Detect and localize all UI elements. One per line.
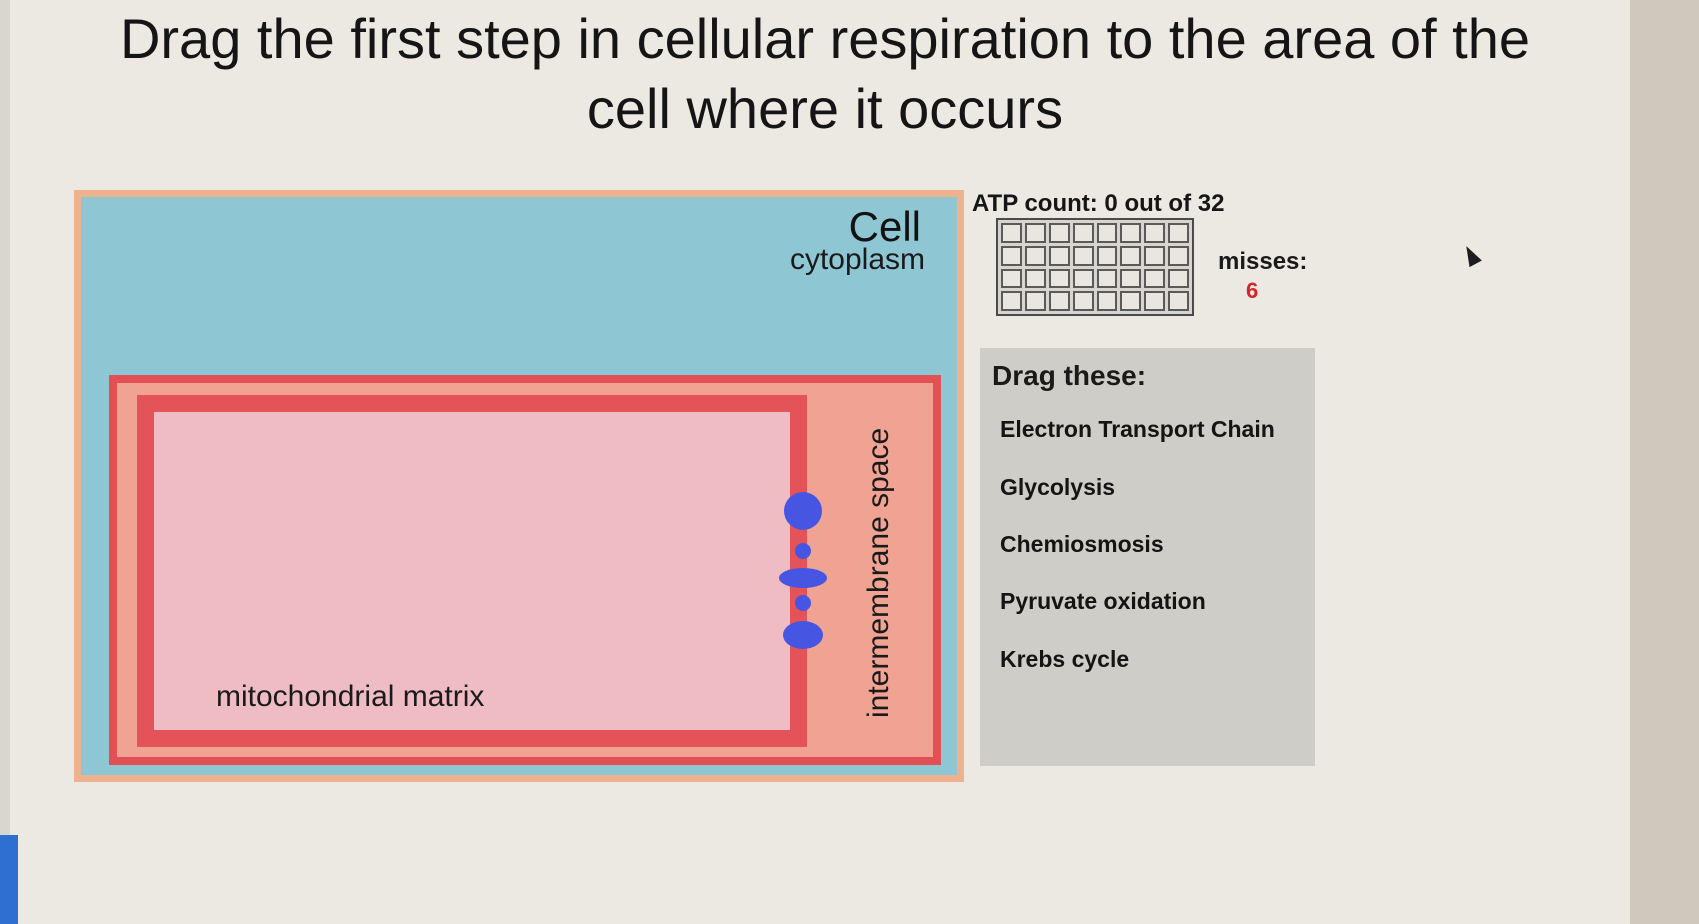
- atp-slot: [1120, 291, 1142, 311]
- cell-diagram[interactable]: Cell cytoplasm mitochondrial matrix inte…: [74, 190, 964, 782]
- atp-slot: [1048, 291, 1070, 311]
- atp-slot: [1144, 268, 1166, 289]
- cell-label: Cell: [848, 203, 921, 250]
- atp-slot: [1168, 223, 1189, 243]
- atp-slot: [1144, 245, 1166, 266]
- atp-slot: [1072, 268, 1094, 289]
- atp-slot: [1072, 245, 1094, 266]
- atp-slot: [1096, 268, 1118, 289]
- atp-slot: [1072, 223, 1094, 243]
- atp-slot: [1001, 223, 1022, 243]
- atp-slot: [1096, 223, 1118, 243]
- atp-slot: [1144, 291, 1166, 311]
- atp-slot: [1168, 245, 1189, 266]
- atp-slot: [1001, 291, 1022, 311]
- membrane-protein-small-icon: [795, 543, 811, 559]
- intermembrane-space-label: intermembrane space: [862, 427, 895, 718]
- drag-panel-title: Drag these:: [992, 360, 1147, 391]
- misses-count: 6: [1246, 278, 1259, 303]
- drag-panel: Drag these: Electron Transport Chain Gly…: [980, 348, 1315, 766]
- screen-bezel: [1630, 0, 1699, 924]
- atp-slot: [1024, 245, 1046, 266]
- membrane-protein-top-icon: [784, 492, 822, 530]
- atp-count-label: ATP count: 0 out of 32: [972, 190, 1225, 217]
- misses-label: misses:: [1218, 248, 1308, 275]
- atp-slot: [1024, 223, 1046, 243]
- mitochondrial-matrix-drop-zone[interactable]: mitochondrial matrix: [137, 395, 807, 747]
- question-prompt: Drag the first step in cellular respirat…: [50, 4, 1600, 144]
- atp-slot: [1120, 268, 1142, 289]
- prompt-line-2: cell where it occurs: [586, 77, 1064, 140]
- atp-slot: [1168, 291, 1189, 311]
- mouse-cursor-icon: [1460, 242, 1482, 268]
- blue-edge-tab: [0, 835, 18, 924]
- atp-slot: [1096, 245, 1118, 266]
- drag-item-pyruvate-oxidation[interactable]: Pyruvate oxidation: [1000, 588, 1206, 614]
- atp-slot: [1001, 268, 1022, 289]
- drag-item-electron-transport-chain[interactable]: Electron Transport Chain: [1000, 416, 1275, 442]
- atp-slot: [1024, 268, 1046, 289]
- prompt-line-1: Drag the first step in cellular respirat…: [119, 7, 1531, 70]
- atp-slot: [1048, 268, 1070, 289]
- atp-slot: [1024, 291, 1046, 311]
- drag-item-glycolysis[interactable]: Glycolysis: [1000, 474, 1116, 500]
- atp-slot: [1144, 223, 1166, 243]
- atp-slot: [1048, 223, 1070, 243]
- atp-slot: [1001, 245, 1022, 266]
- membrane-protein-small-icon: [795, 595, 811, 611]
- drag-item-chemiosmosis[interactable]: Chemiosmosis: [1000, 531, 1164, 557]
- membrane-protein-bottom-icon: [783, 621, 823, 649]
- atp-slot: [1120, 245, 1142, 266]
- drag-item-krebs-cycle[interactable]: Krebs cycle: [1000, 646, 1130, 672]
- atp-slot: [1120, 223, 1142, 243]
- atp-slot: [1168, 268, 1189, 289]
- atp-grid: [996, 218, 1194, 316]
- mitochondrial-matrix-label: mitochondrial matrix: [216, 680, 485, 713]
- atp-slot: [1072, 291, 1094, 311]
- membrane-protein-wide-icon: [779, 568, 827, 588]
- atp-slot: [1048, 245, 1070, 266]
- intermembrane-space-drop-zone[interactable]: mitochondrial matrix intermembrane space: [109, 375, 941, 765]
- cytoplasm-label: cytoplasm: [789, 243, 925, 276]
- activity-screen: Drag the first step in cellular respirat…: [10, 0, 1630, 924]
- atp-slot: [1096, 291, 1118, 311]
